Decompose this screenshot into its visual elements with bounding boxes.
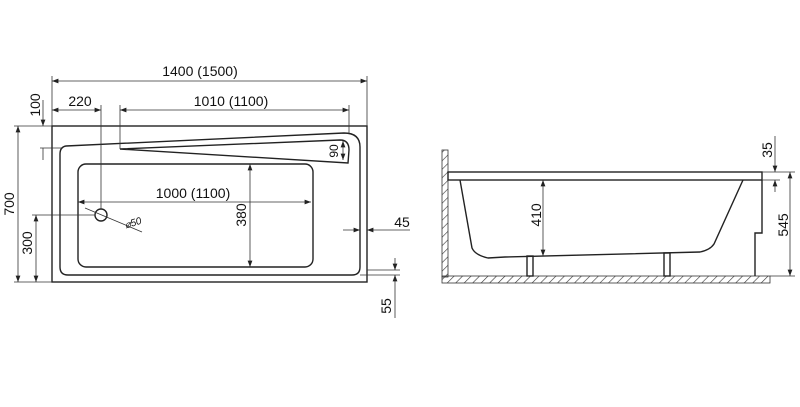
dim-rim-side: 45 bbox=[394, 214, 410, 230]
tub-apron bbox=[754, 180, 763, 276]
floor-hatch bbox=[441, 275, 771, 284]
dim-drain-diameter: ⌀50 bbox=[123, 216, 143, 232]
dim-depth: 410 bbox=[528, 203, 544, 227]
wall-hatch bbox=[441, 149, 449, 278]
basin-outline bbox=[77, 163, 314, 268]
tub-body bbox=[459, 179, 744, 259]
tub-foot bbox=[526, 252, 671, 277]
dim-drain-offset-y: 300 bbox=[19, 231, 35, 255]
dim-drain-offset-x: 220 bbox=[68, 93, 92, 109]
dim-headrest-depth: 90 bbox=[327, 144, 341, 158]
dim-overall-length: 1400 (1500) bbox=[162, 63, 238, 79]
dim-total-height: 545 bbox=[775, 213, 791, 237]
tub-rim bbox=[447, 171, 763, 181]
side-view: 410 35 545 bbox=[441, 136, 795, 284]
top-view: 1400 (1500) 220 1010 (1100) 1000 (1100) … bbox=[1, 63, 410, 318]
headrest bbox=[119, 139, 350, 164]
dim-rim-thickness: 35 bbox=[759, 142, 775, 158]
dim-basin-length: 1000 (1100) bbox=[156, 185, 230, 201]
dim-basin-width: 380 bbox=[233, 203, 249, 227]
dim-rim-bottom: 55 bbox=[378, 298, 394, 314]
dim-headrest-length: 1010 (1100) bbox=[194, 93, 268, 109]
dim-rim-width-top: 100 bbox=[27, 93, 43, 117]
dim-overall-width: 700 bbox=[1, 192, 17, 216]
inner-rim bbox=[59, 132, 361, 276]
tub-outline bbox=[51, 125, 368, 283]
